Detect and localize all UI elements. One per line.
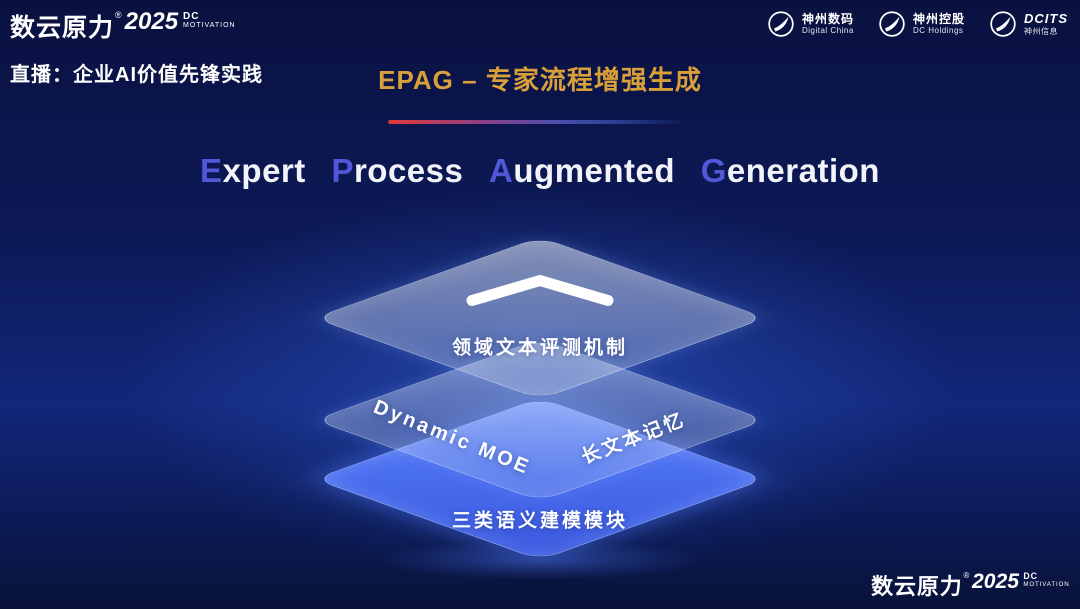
partner-subname: Digital China <box>801 26 854 36</box>
chevron-up-icon <box>464 274 616 313</box>
brand-name: 数云原力 <box>10 14 115 42</box>
partner-dcits: DCITS 神州信息 <box>989 10 1068 38</box>
registered-trademark-icon: ® <box>963 571 970 580</box>
partner-text: 神州数码 Digital China <box>801 11 854 36</box>
gradient-divider <box>388 120 681 124</box>
brand-sub-motivation: MOTIVATION <box>1023 581 1070 588</box>
brand-year: 2025 <box>124 8 179 35</box>
partner-subname: 神州信息 <box>1024 26 1058 36</box>
title-initial: E <box>200 152 223 189</box>
partner-name: DCITS <box>1024 10 1068 26</box>
partner-logos: 神州数码 Digital China 神州控股 DC Holdings DCIT… <box>767 10 1068 38</box>
slide-title: EPAG – 专家流程增强生成 <box>378 65 702 95</box>
title-initial: G <box>700 152 727 189</box>
partner-digital-china: 神州数码 Digital China <box>767 10 854 38</box>
title-rest: eneration <box>726 152 880 189</box>
partner-text: DCITS 神州信息 <box>1024 10 1068 36</box>
brand-year: 2025 <box>972 569 1020 594</box>
brand-sub-dc: DC <box>183 11 200 22</box>
brand-subtitle: DC MOTIVATION <box>183 11 236 30</box>
brand-sub-motivation: MOTIVATION <box>183 22 236 29</box>
brand-logo-bottom: 数云原力 ® 2025 DC MOTIVATION <box>871 569 1070 601</box>
title-initial: P <box>331 152 354 189</box>
brand-logo-top: 数云原力 ® 2025 DC MOTIVATION <box>10 8 236 44</box>
live-stream-label: 直播：企业AI价值先锋实践 <box>10 64 263 86</box>
title-rest: rocess <box>353 152 464 189</box>
layer-top <box>313 236 767 400</box>
dcits-logo-icon <box>989 10 1017 38</box>
brand-sub-dc: DC <box>1023 571 1039 582</box>
digital-china-logo-icon <box>767 10 795 38</box>
title-rest: xpert <box>222 152 306 189</box>
layer-bottom-label: 三类语义建模模块 <box>451 510 629 532</box>
dc-holdings-logo-icon <box>878 10 906 38</box>
title-initial: A <box>489 152 514 189</box>
partner-name: 神州控股 <box>912 11 965 26</box>
brand-name: 数云原力 <box>871 574 964 600</box>
page-title: Expert Process Augmented Generation <box>0 152 1080 190</box>
partner-name: 神州数码 <box>801 11 854 26</box>
registered-trademark-icon: ® <box>115 10 122 20</box>
partner-dc-holdings: 神州控股 DC Holdings <box>878 10 965 38</box>
partner-text: 神州控股 DC Holdings <box>912 11 965 36</box>
brand-subtitle: DC MOTIVATION <box>1024 572 1070 588</box>
partner-subname: DC Holdings <box>912 26 964 36</box>
title-rest: ugmented <box>513 152 676 189</box>
layer-top-label: 领域文本评测机制 <box>451 337 629 359</box>
